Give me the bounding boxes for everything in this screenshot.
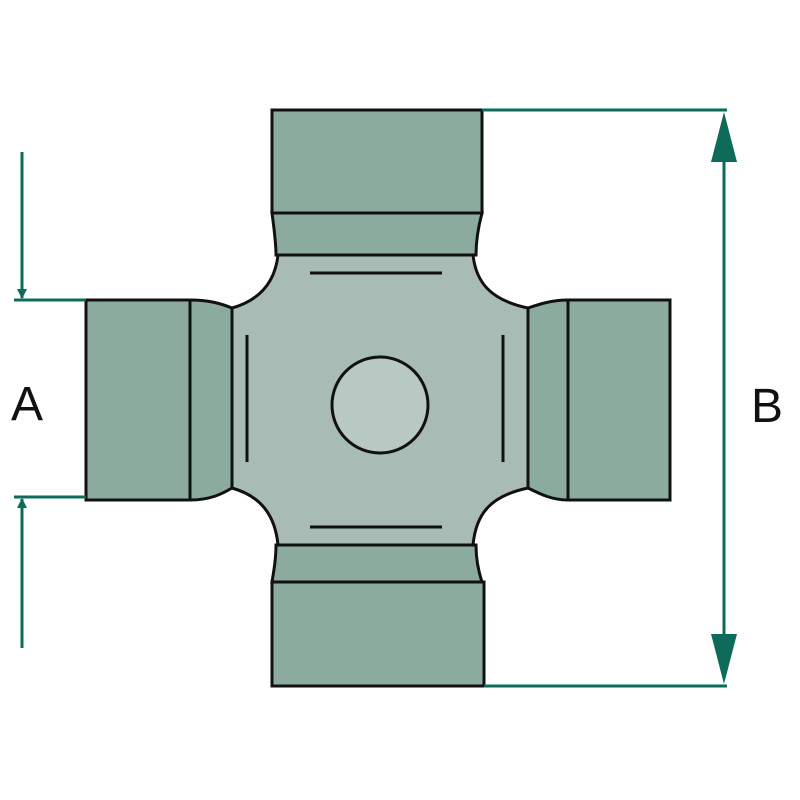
- top-bearing-cap: [270, 108, 484, 215]
- dimension-b-arrowhead-top: [711, 112, 737, 162]
- bottom-bearing-cap: [270, 580, 486, 688]
- right-bearing-cap: [566, 298, 672, 502]
- center-grease-hole: [330, 355, 430, 455]
- right-neck: [526, 298, 570, 502]
- top-neck: [270, 211, 484, 257]
- dimension-b-label: B: [751, 380, 783, 433]
- dimension-b-arrowhead-bottom: [711, 634, 737, 684]
- left-bearing-cap: [84, 298, 192, 502]
- left-neck: [188, 298, 234, 502]
- dimension-a-label: A: [11, 378, 43, 431]
- bottom-neck: [270, 543, 485, 584]
